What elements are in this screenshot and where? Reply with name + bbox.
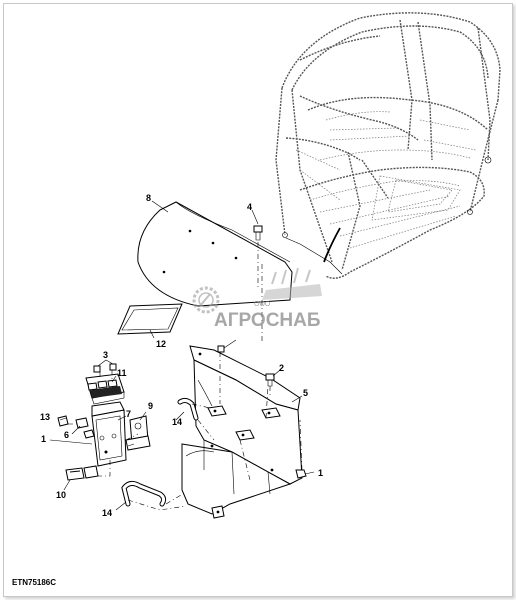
callout-4: 4	[247, 202, 252, 212]
callout-7: 7	[126, 409, 131, 419]
watermark-gear-icon	[192, 286, 220, 314]
mat-12	[117, 303, 183, 335]
clip-6	[75, 417, 95, 439]
callout-2: 2	[279, 363, 284, 373]
watermark-prefix: ООО	[254, 301, 271, 308]
callout-6: 6	[64, 430, 69, 440]
callout-3: 3	[103, 350, 108, 360]
callout-5: 5	[303, 388, 308, 398]
callout-14-lower: 14	[102, 508, 112, 518]
callout-12: 12	[156, 339, 166, 349]
clip-13	[57, 415, 69, 427]
connector-10	[65, 465, 99, 481]
callout-10: 10	[56, 490, 66, 500]
bracket-5	[181, 345, 303, 519]
screw-3	[93, 363, 117, 373]
relay-board-11	[85, 373, 125, 405]
nut-1-right	[295, 469, 307, 479]
callout-14-upper: 14	[172, 417, 182, 427]
cover-plate-8	[137, 201, 293, 307]
callout-9: 9	[148, 401, 153, 411]
watermark: ООО АГРОСНАБ	[192, 267, 322, 331]
cab-frame	[275, 12, 501, 279]
watermark-wheat-icon	[262, 267, 322, 300]
callout-8: 8	[146, 193, 151, 203]
assembly-centerlines	[68, 242, 303, 511]
nut-1-bracket	[217, 345, 225, 353]
leader-lines	[49, 200, 315, 511]
callout-13: 13	[40, 412, 50, 422]
callout-1-right: 1	[318, 468, 323, 478]
hose-14-lower	[121, 480, 167, 507]
watermark-brand-name: АГРОСНАБ	[214, 310, 321, 331]
callout-1-left: 1	[41, 434, 46, 444]
callout-11: 11	[117, 368, 127, 378]
holder-9	[125, 415, 151, 451]
bracket-7	[91, 401, 127, 467]
bolt-4	[253, 225, 263, 241]
callout-numbers: 8 4 12 3 11 2 5 7 9 13 6 1 14 1 10 14	[40, 193, 323, 518]
figure-code: ETN75186C	[12, 578, 57, 587]
hose-14-upper	[177, 397, 199, 421]
